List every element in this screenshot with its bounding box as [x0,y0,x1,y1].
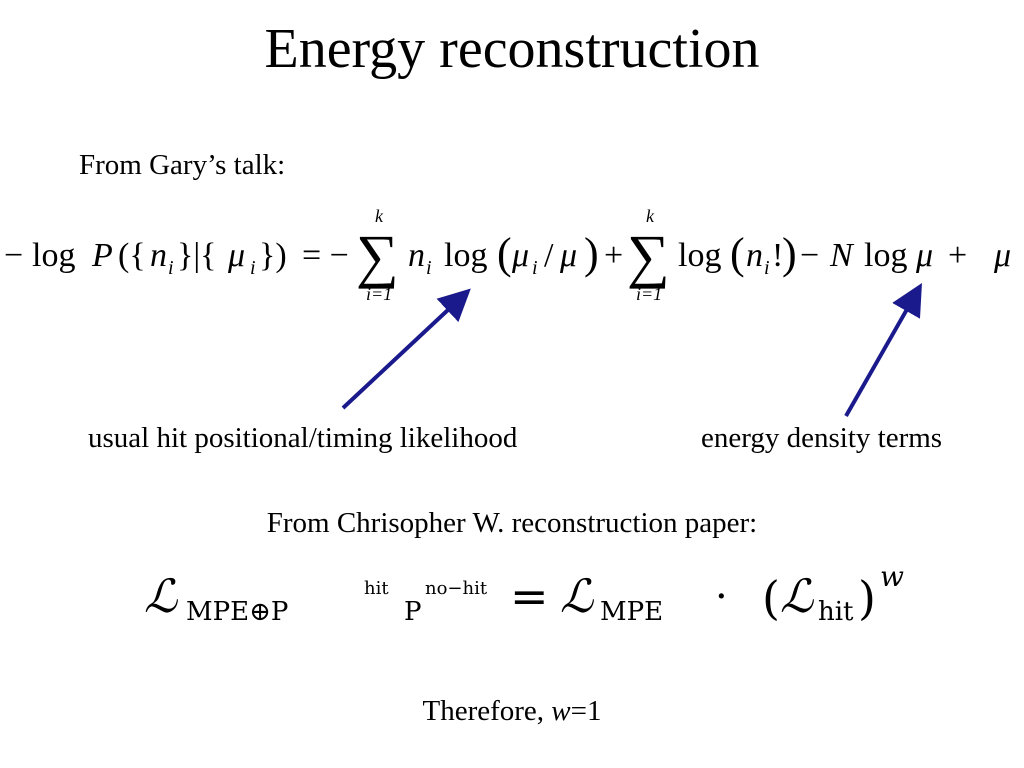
label-hit-likelihood: usual hit positional/timing likelihood [88,422,518,454]
arrow-right [844,283,922,417]
term4-mu: μ [993,237,1011,274]
conclusion-rest: =1 [570,695,602,727]
term3-mu: μ [915,237,933,274]
intro-chrisopher: From Chrisopher W. reconstruction paper: [266,507,758,539]
term1-log: log [444,237,487,274]
eq2-L3-sub: hit [818,597,854,627]
eq1-mu-sub: i [250,257,256,279]
arrow-left [341,288,471,410]
eq2-L1-sup2: no−hit [425,578,488,599]
eq2-exp: w [880,560,904,593]
eq1-P: P [91,237,113,274]
label-energy-density: energy density terms [701,422,943,454]
eq2-L2-sub: MPE [600,597,663,627]
sum1-bottom: i=1 [366,284,392,304]
eq2-L2: ℒ [560,569,594,623]
eq2-open: ( [762,571,780,625]
eq1-equals: = − [302,237,349,274]
plus1: + [604,237,623,274]
eq1-mu: μ [227,237,245,274]
term2-log: log [678,237,721,274]
term1-mu: μ [511,237,529,274]
term3-N: N [829,237,855,274]
likelihood-equation: − log P ({ n i }|{ μ i }) = − k ∑ i=1 n … [4,206,1011,304]
sum2-symbol: ∑ [627,223,670,289]
conclusion-prefix: Therefore, [422,695,545,727]
term1-n: n [408,237,425,274]
eq2-dot: · [715,574,728,620]
term3-log: log [864,237,907,274]
eq2-L1: ℒ [144,569,178,623]
slide-title: Energy reconstruction [264,18,760,80]
eq2-L1-P2: P [404,597,422,627]
term2-n-sub: i [764,257,770,279]
eq2-L1-sub: MPE⊕P [186,597,288,627]
sum2-top: k [646,206,655,226]
term1-mu2: μ [559,237,577,274]
eq1-args-open: ({ [118,237,146,274]
conclusion-var: w [551,695,571,727]
eq1-n-sub: i [168,257,174,279]
plus2: + [948,237,967,274]
intro-gary: From Gary’s talk: [79,149,286,181]
eq1-close: }) [259,237,287,274]
eq1-log: log [32,237,75,274]
term2-open: ( [730,229,745,278]
eq1-mid: }|{ [177,237,216,274]
eq2-L3: ℒ [780,569,814,623]
eq2-L1-sup1: hit [364,578,389,599]
term1-mu-sub: i [532,257,538,279]
sum2-bottom: i=1 [636,284,662,304]
minus2: − [800,237,819,274]
term1-slash: / [544,237,554,274]
eq2-close: ) [858,571,876,625]
term1-n-sub: i [426,257,432,279]
eq2-equals: = [510,569,549,623]
sum1-symbol: ∑ [356,223,399,289]
eq1-n: n [150,237,167,274]
eq1-minus: − [4,237,23,274]
term2-close: ) [782,229,797,278]
conclusion-line: Therefore, w=1 [0,693,1024,729]
combined-likelihood-equation: ℒ MPE⊕P hit P no−hit = ℒ MPE · ( ℒ hit )… [144,560,904,627]
term1-open: ( [497,229,512,278]
term2-fact: ! [772,237,783,274]
term2-n: n [746,237,763,274]
term1-close: ) [584,229,599,278]
sum1-top: k [375,206,384,226]
